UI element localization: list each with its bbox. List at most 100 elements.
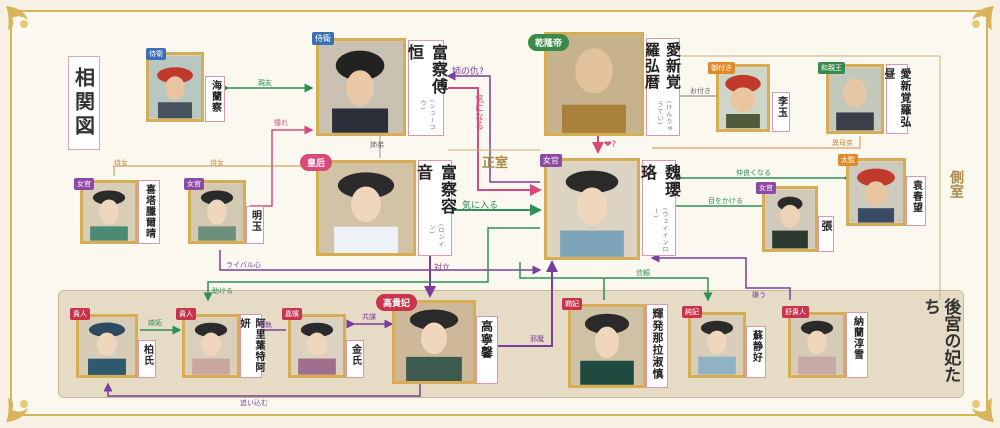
portrait-empress (316, 160, 416, 256)
name-su: 蘇静好 (746, 326, 766, 378)
badge-jin: 嘉嬪 (282, 308, 302, 320)
rel-rival: ライバル心 (226, 261, 261, 269)
portrait-hongzhou (826, 64, 884, 134)
portrait-yuan (846, 158, 906, 226)
rel-maid-2: 侍女 (210, 159, 224, 167)
hui-photo-icon (571, 307, 643, 385)
name-bo: 柏氏 (138, 340, 156, 378)
corner-ornament-icon (954, 382, 998, 426)
name-ayu: 阿里葉特阿妍 (238, 314, 264, 378)
portrait-bo (76, 314, 138, 378)
chart-title: 相関図 (68, 56, 100, 150)
emperor-photo-icon (547, 35, 641, 133)
name-yuan: 袁春望 (906, 176, 926, 226)
badge-weiyingluo: 女官 (540, 154, 562, 167)
rel-admire: 憧れ (274, 119, 288, 127)
hongzhou-photo-icon (829, 67, 881, 131)
line-maid (113, 165, 314, 176)
rel-friend: 親友 (258, 79, 272, 87)
erqing-photo-icon (83, 183, 135, 241)
portrait-ayu (182, 314, 240, 378)
rel-dislike: 嫌う (752, 291, 766, 299)
line-corner (103, 382, 421, 397)
hairanca-photo-icon (149, 55, 201, 119)
badge-empress: 皇后 (300, 154, 333, 171)
line-halfbrother (652, 136, 861, 149)
zhang-photo-icon (765, 189, 815, 249)
badge-gao: 高貴妃 (376, 294, 418, 311)
portrait-jin (288, 314, 346, 378)
line-sister-enemy (446, 71, 540, 183)
badge-hairanca: 侍衛 (146, 48, 166, 60)
badge-yuan: 太監 (838, 154, 858, 166)
line-obstruct (478, 260, 558, 347)
rel-siblings: 姉弟 (370, 141, 384, 149)
liyu-photo-icon (719, 67, 767, 129)
name-liyu: 李玉 (772, 92, 790, 132)
badge-mingyu: 女官 (184, 178, 204, 190)
mingyu-photo-icon (191, 183, 243, 241)
name-hui: 輝発那拉淑慎 (646, 304, 668, 388)
rel-befriend: 仲良くなる (736, 169, 771, 177)
nala-photo-icon (791, 315, 843, 375)
su-photo-icon (691, 315, 743, 375)
name-hongzhou: 愛新覚羅弘昼 (883, 64, 912, 134)
name-empress: 富察容音(ロンイン) (414, 160, 457, 256)
badge-emperor: 乾隆帝 (528, 34, 570, 51)
rel-maid-1: 侍女 (114, 159, 128, 167)
portrait-su (688, 312, 746, 378)
rel-love-question: ❤? (604, 140, 617, 150)
badge-fucha: 侍衛 (312, 32, 334, 45)
fucha-photo-icon (319, 41, 403, 133)
name-jin: 金氏 (346, 340, 364, 378)
line-help (203, 227, 540, 302)
badge-erqing: 女官 (74, 178, 94, 190)
name-mingyu: 明玉 (246, 206, 264, 244)
rel-trust: 信頼 (636, 269, 650, 277)
rel-feud: 確執 (258, 321, 272, 329)
label-seishitsu: 正室 (482, 156, 509, 171)
portrait-mingyu (188, 180, 246, 244)
portrait-nala (788, 312, 846, 378)
portrait-liyu (716, 64, 770, 132)
badge-hui: 嫻妃 (562, 298, 582, 310)
name-erqing: 喜塔臘爾晴 (138, 180, 160, 244)
badge-ayu: 貴人 (176, 308, 196, 320)
jin-photo-icon (291, 317, 343, 375)
name-weiyingluo: 魏瓔珞(ウェイインロー) (638, 160, 681, 256)
rel-conspire: 共謀 (362, 313, 376, 321)
line-fucha-wei (448, 87, 542, 196)
corner-ornament-icon (954, 2, 998, 46)
rel-interested: 気になる (473, 94, 483, 130)
name-hairanca: 海蘭察 (205, 76, 225, 122)
corner-ornament-icon (2, 2, 46, 46)
ayu-photo-icon (185, 317, 237, 375)
rel-obstruct: 邪魔 (530, 335, 544, 343)
line-trust (519, 262, 713, 302)
label-sokushitsu: 側室 (948, 170, 964, 198)
bo-photo-icon (79, 317, 135, 375)
harem-title: 後宮の妃たち (920, 298, 961, 383)
rel-conflict: 対立 (434, 263, 450, 272)
corner-ornament-icon (2, 382, 46, 426)
portrait-hui (568, 304, 646, 388)
gao-photo-icon (395, 303, 473, 381)
rel-sister-enemy: 姉の仇? (452, 67, 484, 77)
badge-hongzhou: 和親王 (818, 62, 845, 74)
empress-photo-icon (319, 163, 413, 253)
rel-attendant: お付き (690, 87, 711, 95)
portrait-gao (392, 300, 476, 384)
name-fucha: 富察傅恒(シューコウ) (405, 40, 448, 136)
badge-su: 純妃 (682, 306, 702, 318)
rel-corner: 追い込む (240, 399, 268, 407)
rel-patronize: 目をかける (708, 197, 743, 205)
portrait-hairanca (146, 52, 204, 122)
rel-favor: 気に入る (462, 201, 499, 211)
badge-nala: 舒貴人 (782, 306, 809, 318)
weiyingluo-photo-icon (547, 161, 637, 257)
line-sokushitsu (652, 55, 941, 300)
yuan-photo-icon (849, 161, 903, 223)
portrait-erqing (80, 180, 138, 244)
